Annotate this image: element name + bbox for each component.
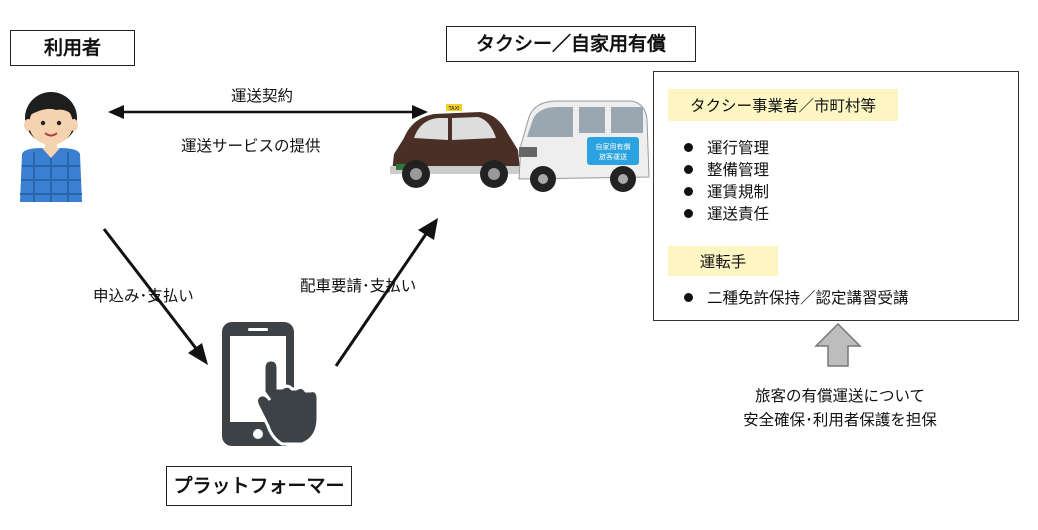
van-sign-line1: 自家用有償 [596,142,631,151]
up-arrow-icon [814,322,862,367]
bullet-icon [684,164,693,174]
bullet-icon [684,292,693,302]
operator-item-label: 運賃規制 [707,183,770,201]
van-icon: 自家用有償 旅客運送 [518,100,650,192]
contract-double-arrow [108,105,428,119]
bullet-icon [684,208,693,218]
operator-item-label: 運行管理 [707,139,770,157]
dispatch-pay-label: 配車要請･支払い [300,277,417,295]
operator-label: タクシー／自家用有償 [475,32,666,55]
caption-line2: 安全確保･利用者保護を担保 [743,411,937,429]
smartphone-tap-icon [222,322,320,446]
driver-header: 運転手 [668,246,778,276]
bullet-icon [684,186,693,196]
operator-item-label: 整備管理 [707,161,770,179]
caption-line1: 旅客の有償運送について [754,387,926,405]
van-sign-line2: 旅客運送 [599,152,627,161]
operator-header: タクシー事業者／市町村等 [668,89,898,121]
contract-label: 運送契約 [231,87,294,105]
operator-item: 運行管理 [684,136,769,158]
user-label: 利用者 [43,36,101,59]
operator-item-label: 運送責任 [707,205,770,223]
operator-item: 運送責任 [684,202,769,224]
dispatch-arrow [334,218,438,367]
user-label-box: 利用者 [10,30,135,66]
taxi-icon: TAXI [390,104,520,188]
apply-arrow [102,228,208,365]
platformer-label-box: プラットフォーマー [166,466,352,506]
bullet-icon [684,142,693,152]
driver-header-label: 運転手 [699,253,747,271]
apply-pay-label: 申込み･支払い [93,287,194,305]
taxi-sign-text: TAXI [448,106,460,112]
operator-label-box: タクシー／自家用有償 [446,26,696,62]
driver-item-label: 二種免許保持／認定講習受講 [707,289,909,307]
platformer-label: プラットフォーマー [173,474,345,497]
operator-item: 運賃規制 [684,180,769,202]
person-icon [20,92,82,202]
operator-header-label: タクシー事業者／市町村等 [689,97,876,115]
driver-item: 二種免許保持／認定講習受講 [684,286,909,308]
operator-item: 整備管理 [684,158,769,180]
service-label: 運送サービスの提供 [181,137,321,155]
